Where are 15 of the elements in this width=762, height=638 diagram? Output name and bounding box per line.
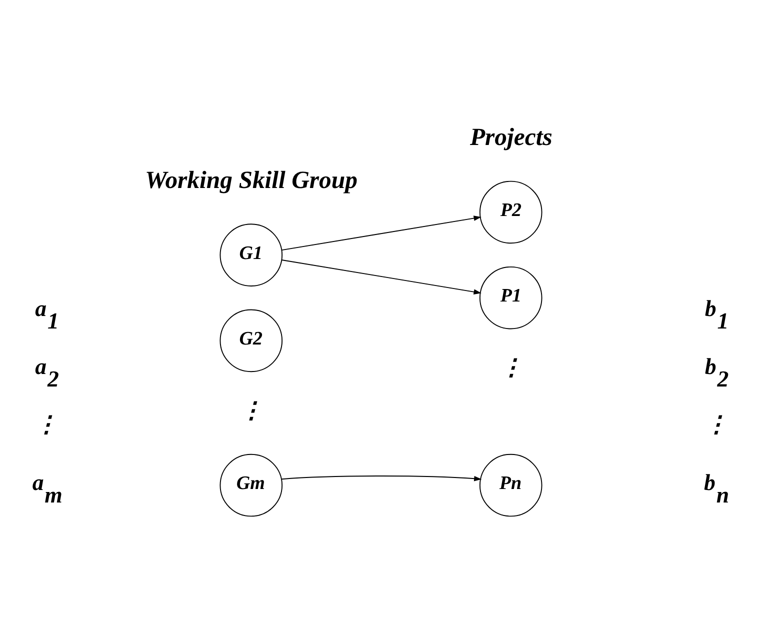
arrow — [281, 215, 482, 250]
node-circle: P1 — [479, 266, 542, 329]
label: ⋮ — [240, 397, 264, 422]
node-circle: G1 — [220, 223, 283, 286]
label: Projects — [470, 123, 552, 150]
arrow — [281, 259, 482, 294]
label: ⋮ — [704, 412, 728, 437]
label: ⋮ — [35, 412, 58, 437]
arrow — [281, 475, 482, 481]
label: ⋮ — [500, 354, 523, 380]
node-circle: P2 — [479, 180, 542, 244]
label: Working Skill Group — [145, 166, 358, 194]
node-circle: Gm — [220, 453, 283, 516]
node-circle: Pn — [479, 453, 542, 516]
node-circle: G2 — [220, 308, 283, 372]
